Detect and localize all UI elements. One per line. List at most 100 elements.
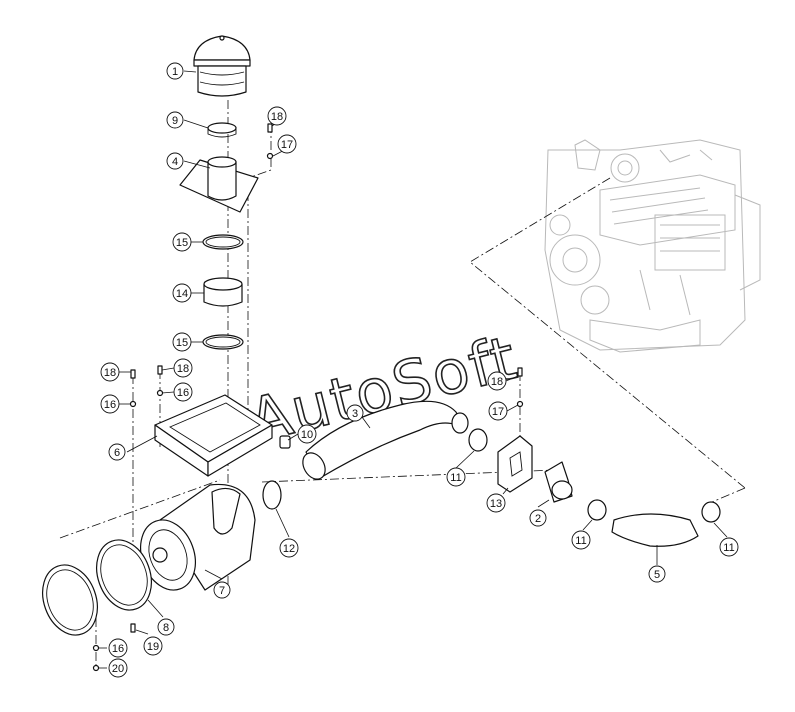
callout-label: 6 [114, 447, 120, 459]
callout-c16c: 16 [108, 638, 128, 658]
callout-circle [172, 232, 192, 252]
callout-label: 19 [147, 641, 159, 653]
callout-circle [267, 106, 287, 126]
callout-c18b: 18 [100, 362, 120, 382]
clamp-9 [207, 122, 237, 138]
callout-circle [277, 134, 297, 154]
callout-c13: 13 [486, 493, 506, 513]
callout-circle [100, 394, 120, 414]
callout-label: 18 [491, 376, 503, 388]
callout-c17b: 17 [488, 401, 508, 421]
callout-circle [488, 401, 508, 421]
bracket-4 [179, 156, 259, 213]
callout-circle [529, 509, 547, 527]
callout-c18d: 18 [487, 371, 507, 391]
end-bracket [42, 564, 98, 636]
callout-label: 16 [104, 399, 116, 411]
callout-circle [719, 537, 739, 557]
callout-label: 18 [177, 363, 189, 375]
callout-circle [108, 658, 128, 678]
callout-c12: 12 [279, 538, 299, 558]
callout-label: 18 [271, 111, 283, 123]
callout-circle [213, 581, 231, 599]
callout-c17a: 17 [277, 134, 297, 154]
callout-label: 7 [219, 585, 225, 597]
callout-circle [487, 371, 507, 391]
callout-circle [157, 618, 175, 636]
callout-label: 10 [301, 429, 313, 441]
callout-label: 8 [163, 622, 169, 634]
clamp-15-upper [202, 234, 244, 250]
callout-label: 1 [172, 66, 178, 78]
callout-c4: 4 [166, 152, 184, 170]
callout-c11a: 11 [446, 467, 466, 487]
clamp-11-a [468, 428, 488, 452]
callout-label: 14 [176, 288, 188, 300]
callout-label: 3 [352, 408, 358, 420]
callout-label: 11 [575, 535, 586, 547]
elbow-2 [544, 461, 573, 503]
precleaner-cap [193, 35, 251, 97]
air-cleaner-7 [140, 483, 256, 591]
callout-label: 5 [654, 569, 660, 581]
callout-circle [571, 530, 591, 550]
callout-c18a: 18 [267, 106, 287, 126]
callout-c6: 6 [108, 443, 126, 461]
callout-circle [173, 358, 193, 378]
callout-label: 16 [177, 387, 189, 399]
callout-c19: 19 [143, 636, 163, 656]
callout-c20: 20 [108, 658, 128, 678]
callout-circle [648, 565, 666, 583]
callout-c16a: 16 [100, 394, 120, 414]
callout-c16b: 16 [173, 382, 193, 402]
mounting-frame-6 [154, 394, 273, 477]
callout-c8: 8 [157, 618, 175, 636]
callout-c2: 2 [529, 509, 547, 527]
callout-circle [172, 283, 192, 303]
engine-illustration [544, 139, 761, 353]
fitting-10 [279, 435, 291, 449]
hose-5 [611, 513, 699, 547]
hardware-screws [92, 123, 524, 672]
clamp-11-c [701, 501, 721, 523]
callout-label: 18 [104, 367, 116, 379]
callout-label: 12 [283, 543, 295, 555]
callout-circle [173, 382, 193, 402]
callout-circle [100, 362, 120, 382]
clamp-11-b [587, 499, 607, 521]
ring-8 [96, 539, 152, 611]
callout-c11c: 11 [719, 537, 739, 557]
callout-circle [166, 111, 184, 129]
callout-label: 9 [172, 115, 178, 127]
callout-circle [108, 638, 128, 658]
callout-c15b: 15 [172, 332, 192, 352]
callout-c18c: 18 [173, 358, 193, 378]
callout-label: 17 [492, 406, 504, 418]
callout-label: 11 [450, 472, 461, 484]
callout-circle [143, 636, 163, 656]
callout-c1: 1 [166, 62, 184, 80]
callout-label: 2 [535, 513, 541, 525]
hose-sleeve-14 [203, 277, 243, 307]
callout-label: 15 [176, 237, 188, 249]
callout-circle [166, 152, 184, 170]
clamp-15-lower [202, 334, 244, 350]
callout-circle [486, 493, 506, 513]
block-13 [497, 435, 533, 493]
callout-label: 13 [490, 498, 502, 510]
callout-c5: 5 [648, 565, 666, 583]
callout-c7: 7 [213, 581, 231, 599]
callout-circle [297, 424, 317, 444]
callout-label: 17 [281, 139, 293, 151]
clamp-12 [262, 480, 282, 510]
callout-label: 20 [112, 663, 124, 675]
callout-c14: 14 [172, 283, 192, 303]
callout-label: 4 [172, 156, 178, 168]
callout-label: 15 [176, 337, 188, 349]
callout-c15a: 15 [172, 232, 192, 252]
callout-c3: 3 [346, 404, 364, 422]
callout-circle [166, 62, 184, 80]
callout-c11b: 11 [571, 530, 591, 550]
callout-circle [446, 467, 466, 487]
